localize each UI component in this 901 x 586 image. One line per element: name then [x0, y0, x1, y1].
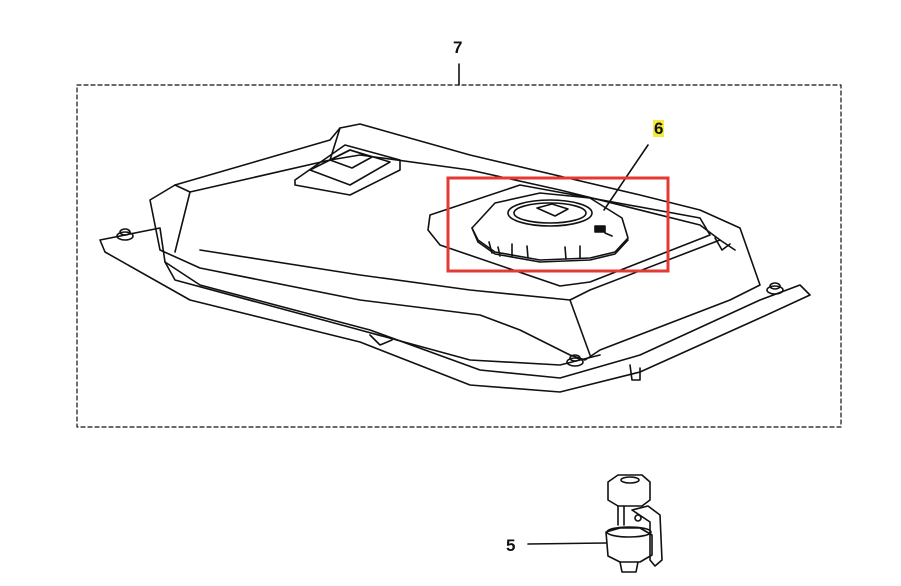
fuel-valve	[605, 474, 663, 573]
callout-7-label: 7	[453, 38, 463, 57]
callout-6-label: 6	[653, 119, 665, 138]
callout-5-label: 5	[506, 536, 516, 555]
assembly-boundary	[76, 84, 842, 428]
fuel-tank	[99, 123, 811, 393]
fuel-cap	[471, 192, 629, 263]
highlight-box-cap	[446, 176, 670, 273]
callout-5-leader	[527, 542, 607, 545]
